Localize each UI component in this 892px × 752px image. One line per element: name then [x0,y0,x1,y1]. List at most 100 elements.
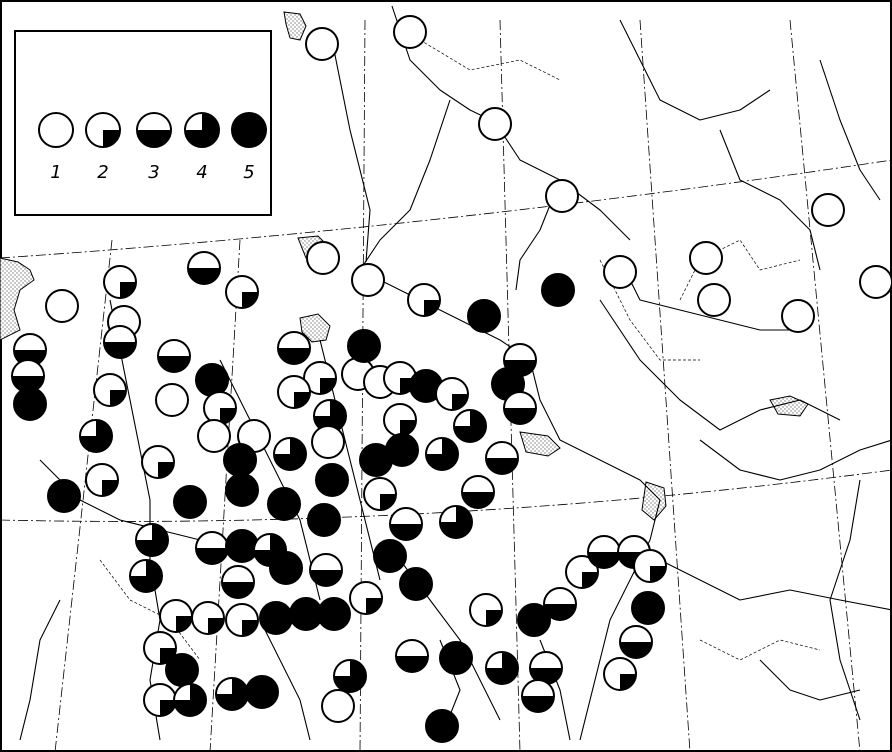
sample-point [395,639,429,673]
sample-point [277,375,311,409]
sample-point [541,273,575,307]
sample-point [333,659,367,693]
volga-reservoir-east [519,431,561,457]
sample-point [225,275,259,309]
sample-point [103,265,137,299]
sample-point [197,419,231,453]
sample-point [467,299,501,333]
sample-point [223,443,257,477]
sample-point [393,15,427,49]
legend-label: 2 [97,162,109,183]
sample-point [373,539,407,573]
sample-point [545,179,579,213]
sample-point [478,107,512,141]
sample-point [859,265,892,299]
sample-point [225,529,259,563]
legend-symbol [231,112,267,148]
sample-point [267,487,301,521]
sample-point [565,555,599,589]
sample-point [157,339,191,373]
sample-point [141,445,175,479]
legend-symbol [85,112,121,148]
sample-point [453,409,487,443]
legend-item-2: 2 [83,110,123,183]
sample-point [225,603,259,637]
sample-point [469,593,503,627]
sample-point [309,553,343,587]
sample-point [165,653,199,687]
sample-point [435,377,469,411]
sample-point [191,601,225,635]
sample-point [129,559,163,593]
sample-point [13,387,47,421]
legend-item-5: 5 [229,110,269,183]
legend-label: 3 [148,162,160,183]
sample-point [543,587,577,621]
sample-point [47,479,81,513]
sample-point [619,625,653,659]
sample-point [633,549,667,583]
legend-symbol [38,112,74,148]
sample-point [45,289,79,323]
legend-symbol [136,112,172,148]
sample-point [221,565,255,599]
sample-point [195,363,229,397]
sample-markers [11,15,892,743]
sample-point [173,485,207,519]
sample-point [305,27,339,61]
sample-point [425,437,459,471]
sample-point [603,255,637,289]
sample-point [273,437,307,471]
sample-point [781,299,815,333]
legend-marker [85,112,121,148]
sample-point [315,463,349,497]
sample-point [503,391,537,425]
sample-point [347,329,381,363]
sample-point [277,331,311,365]
sample-point [603,657,637,691]
sample-point [313,399,347,433]
sample-point [399,567,433,601]
sample-point [245,675,279,709]
sample-point [439,641,473,675]
sample-point [203,391,237,425]
sample-point [631,591,665,625]
sample-point [359,443,393,477]
sample-point [529,651,563,685]
legend-symbol [184,112,220,148]
legend-item-4: 4 [182,110,222,183]
sample-point [306,241,340,275]
legend-marker [231,112,267,148]
gulf-coast-west [0,257,35,341]
legend-marker [136,112,172,148]
sample-point [383,403,417,437]
sample-point [269,551,303,585]
sample-point [389,507,423,541]
sample-point [521,679,555,713]
sample-point [461,475,495,509]
sample-point [159,599,193,633]
sample-point [425,709,459,743]
sample-point [85,463,119,497]
sample-point [697,283,731,317]
sample-point [173,683,207,717]
sample-point [485,651,519,685]
sample-point [143,631,177,665]
sample-point [13,333,47,367]
sample-point [311,425,345,459]
sample-point [11,359,45,393]
legend-item-3: 3 [134,110,174,183]
sample-point [303,361,337,395]
kama-reservoir [769,395,809,417]
rybinsk-reservoir [299,313,331,343]
sample-point [135,523,169,557]
sample-point [485,441,519,475]
legend-item-1: 1 [36,110,76,183]
sample-point [215,677,249,711]
sample-point [225,473,259,507]
volgograd-reservoir [641,481,667,521]
sample-point [811,193,845,227]
sample-point [349,581,383,615]
